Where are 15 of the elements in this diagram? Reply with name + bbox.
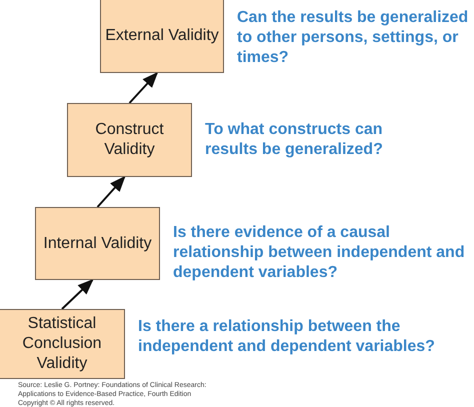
arrow (61, 278, 94, 310)
validity-box (35, 207, 160, 280)
question-text: Can the results be generalized to other persons, settings, or times? (237, 8, 470, 68)
box-label: External Validity (105, 26, 219, 46)
arrow (128, 72, 158, 104)
validity-box (0, 309, 125, 379)
question-text: Is there a relationship between the independent and dependent variables? (138, 317, 436, 357)
arrow (96, 176, 126, 208)
validity-box (67, 103, 192, 177)
box-label: Construct Validity (94, 120, 165, 160)
validity-box (100, 0, 224, 73)
question-text: Is there evidence of a causal relationship between independent and dependent variables? (173, 223, 466, 283)
question-text: To what constructs can results be generalized? (205, 120, 384, 160)
box-label: Internal Validity (43, 234, 152, 254)
box-label: Statistical Conclusion Validity (21, 314, 103, 374)
